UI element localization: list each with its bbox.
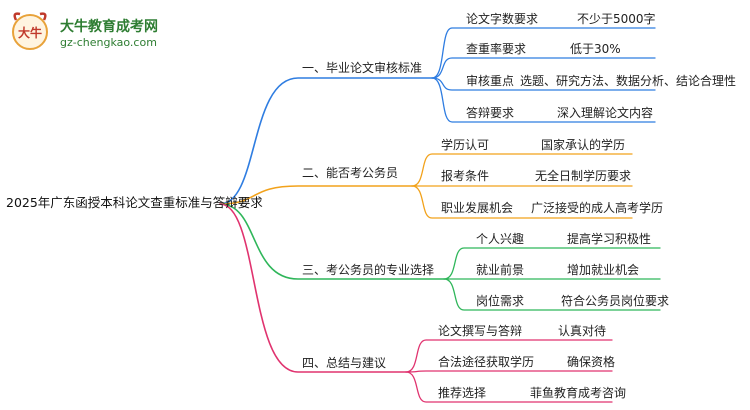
branch-connector-4 (219, 203, 407, 373)
leaf-connector-1-3 (431, 77, 656, 91)
branch-4-item-2-key: 合法途径获取学历 (438, 355, 535, 369)
root-topic: 2025年广东函授本科论文查重标准与答辩要求 (6, 195, 263, 210)
leaf-connector-4-2 (405, 370, 613, 373)
logo-mark-text: 大牛 (18, 25, 42, 40)
branch-1-item-1-value: 不少于5000字 (577, 12, 656, 26)
logo-title: 大牛教育成考网 (60, 19, 158, 35)
branch-4-item-1-key: 论文撰写与答辩 (438, 324, 523, 338)
branch-2-item-3-value: 广泛接受的成人高考学历 (531, 201, 664, 215)
branch-4-item-2-value: 确保资格 (567, 355, 616, 369)
leaf-connector-3-1 (443, 247, 661, 280)
branch-1-item-1-key: 论文字数要求 (466, 12, 539, 26)
branch-1-item-4-value: 深入理解论文内容 (557, 106, 654, 120)
branch-label-2: 二、能否考公务员 (302, 166, 399, 180)
leaf-connector-3-3 (443, 278, 661, 311)
branch-2-item-1-value: 国家承认的学历 (541, 138, 626, 152)
leaf-connector-4-1 (405, 339, 613, 373)
branch-1-item-3-value: 选题、研究方法、数据分析、结论合理性 (520, 74, 737, 88)
branch-connector-1 (219, 77, 433, 205)
branch-3-item-1-key: 个人兴趣 (476, 232, 525, 246)
branch-1-item-2-value: 低于30% (570, 42, 621, 56)
bull-logo-icon: 大牛 (12, 12, 48, 50)
branch-connector-3 (219, 203, 445, 280)
branch-1-item-2-key: 查重率要求 (466, 42, 527, 56)
branch-1-item-3-key: 审核重点 (466, 74, 515, 88)
branch-2-item-1-key: 学历认可 (441, 138, 490, 152)
branch-3-item-2-key: 就业前景 (476, 263, 525, 277)
branch-4-item-1-value: 认真对待 (558, 324, 607, 338)
branch-1-item-4-key: 答辩要求 (466, 106, 515, 120)
leaf-connector-1-1 (431, 27, 656, 79)
leaf-connector-2-1 (411, 153, 633, 187)
branch-4-item-3-value: 菲鱼教育成考咨询 (530, 386, 627, 400)
branch-2-item-3-key: 职业发展机会 (441, 201, 514, 215)
branch-4-item-3-key: 推荐选择 (438, 386, 487, 400)
branch-label-1: 一、毕业论文审核标准 (302, 61, 423, 75)
branch-label-4: 四、总结与建议 (302, 356, 387, 370)
branch-3-item-1-value: 提高学习积极性 (567, 232, 652, 246)
branch-3-item-3-key: 岗位需求 (476, 294, 525, 308)
leaf-connector-2-3 (411, 185, 633, 219)
branch-3-item-3-value: 符合公务员岗位要求 (561, 294, 670, 308)
branch-connector-2 (219, 185, 413, 205)
leaf-connector-1-4 (431, 77, 656, 123)
brand-logo: 大牛 大牛教育成考网 gz-chengkao.com (8, 8, 198, 54)
branch-2-item-2-value: 无全日制学历要求 (535, 169, 632, 183)
logo-url: gz-chengkao.com (60, 36, 157, 49)
branch-label-3: 三、考公务员的专业选择 (302, 263, 435, 277)
branch-3-item-2-value: 增加就业机会 (567, 263, 640, 277)
branch-2-item-2-key: 报考条件 (441, 169, 490, 183)
leaf-connector-1-2 (431, 57, 656, 79)
leaf-connector-4-3 (405, 371, 613, 403)
